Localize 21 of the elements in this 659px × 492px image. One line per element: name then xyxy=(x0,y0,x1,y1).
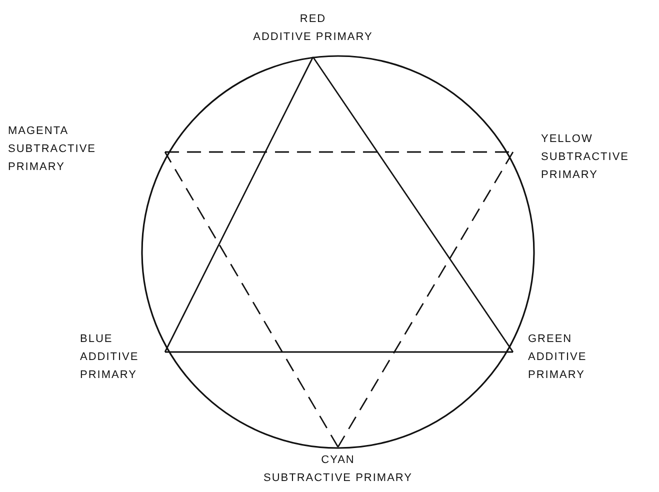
vertex-label: YELLOW xyxy=(541,132,594,147)
dashed-line xyxy=(337,152,514,448)
vertex-label: SUBTRACTIVE xyxy=(541,150,630,165)
vertex-label: ADDITIVE xyxy=(528,350,588,365)
vertex-label: SUBTRACTIVE PRIMARY xyxy=(262,471,414,486)
vertex-label: PRIMARY xyxy=(80,368,138,383)
line xyxy=(164,56,314,352)
line xyxy=(312,56,514,352)
vertex-label: GREEN xyxy=(528,332,574,347)
vertex-label: ADDITIVE PRIMARY xyxy=(253,30,373,45)
vertex-label: MAGENTA xyxy=(8,124,70,139)
vertex-label: BLUE xyxy=(80,332,114,347)
vertex-label: PRIMARY xyxy=(528,368,586,383)
vertex-label: RED xyxy=(298,12,328,27)
vertex-label: PRIMARY xyxy=(8,160,66,175)
dashed-line xyxy=(164,152,339,448)
vertex-label: ADDITIVE xyxy=(80,350,140,365)
vertex-label: SUBTRACTIVE xyxy=(8,142,98,157)
line xyxy=(165,351,513,353)
vertex-label: PRIMARY xyxy=(541,168,599,183)
vertex-label: CYAN xyxy=(320,453,356,468)
